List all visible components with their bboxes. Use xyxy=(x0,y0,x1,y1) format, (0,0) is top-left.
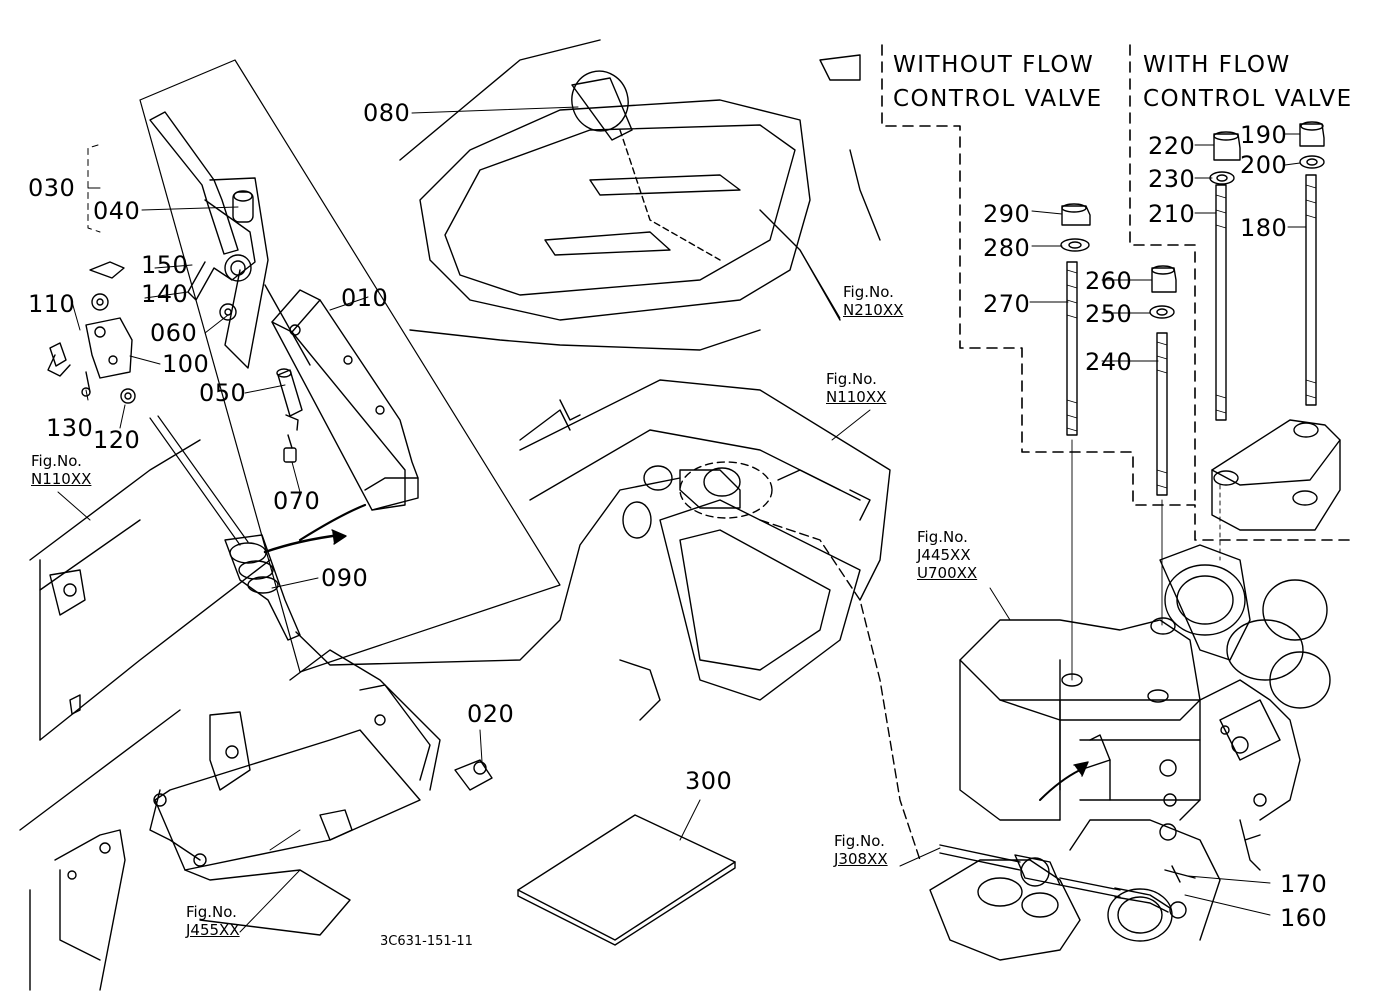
part-label-270[interactable]: 270 xyxy=(983,290,1031,318)
manual-part-300 xyxy=(517,814,736,946)
part-label-230[interactable]: 230 xyxy=(1148,165,1196,193)
chassis-frame-left xyxy=(19,439,271,991)
figure-ref-n110-center[interactable]: Fig.No. N110XX xyxy=(826,370,886,406)
figure-ref-caption: Fig.No. xyxy=(186,903,237,921)
header-with-flow-control-line2: CONTROL VALVE xyxy=(1143,86,1353,112)
part-label-140[interactable]: 140 xyxy=(141,280,189,308)
part-label-150[interactable]: 150 xyxy=(141,251,189,279)
part-label-210[interactable]: 210 xyxy=(1148,200,1196,228)
part-label-220[interactable]: 220 xyxy=(1148,132,1196,160)
part-label-170[interactable]: 170 xyxy=(1280,870,1328,898)
part-label-100[interactable]: 100 xyxy=(162,350,210,378)
part-label-080[interactable]: 080 xyxy=(363,99,411,127)
part-label-190[interactable]: 190 xyxy=(1240,121,1288,149)
part-label-290[interactable]: 290 xyxy=(983,200,1031,228)
figure-ref-code: N110XX xyxy=(826,388,887,406)
figure-ref-caption: Fig.No. xyxy=(834,832,885,850)
part-label-060[interactable]: 060 xyxy=(150,319,198,347)
figure-ref-code: N110XX xyxy=(31,470,92,488)
part-label-250[interactable]: 250 xyxy=(1085,300,1133,328)
part-label-040[interactable]: 040 xyxy=(93,197,141,225)
figure-ref-caption: Fig.No. xyxy=(917,528,968,546)
part-label-260[interactable]: 260 xyxy=(1085,267,1133,295)
floor-panel-n110 xyxy=(519,379,921,861)
header-without-flow-control-line1: WITHOUT FLOW xyxy=(893,52,1095,78)
bracket-assembly-020 xyxy=(149,649,493,936)
part-label-120[interactable]: 120 xyxy=(93,426,141,454)
figure-ref-code-u700: U700XX xyxy=(917,564,978,582)
part-label-160[interactable]: 160 xyxy=(1280,904,1328,932)
part-label-300[interactable]: 300 xyxy=(685,767,733,795)
figure-ref-j455[interactable]: Fig.No. J455XX xyxy=(186,903,240,939)
part-label-240[interactable]: 240 xyxy=(1085,348,1133,376)
control-valve-body xyxy=(929,544,1331,961)
figure-ref-j308[interactable]: Fig.No. J308XX xyxy=(834,832,888,868)
figure-ref-caption: Fig.No. xyxy=(826,370,877,388)
variant-dashed-boundaries xyxy=(881,44,1356,541)
cable-part-090 xyxy=(149,415,681,666)
figure-ref-code-j445: J445XX xyxy=(917,546,971,564)
leader-lines xyxy=(57,106,1307,933)
part-label-180[interactable]: 180 xyxy=(1240,214,1288,242)
figure-ref-j445-u700[interactable]: Fig.No. J445XX U700XX xyxy=(917,528,977,582)
figure-ref-n110-left[interactable]: Fig.No. N110XX xyxy=(31,452,91,488)
console-floor-n210 xyxy=(399,39,881,351)
part-label-010[interactable]: 010 xyxy=(341,284,389,312)
figure-ref-n210[interactable]: Fig.No. N210XX xyxy=(843,283,903,319)
part-label-030[interactable]: 030 xyxy=(28,174,76,202)
header-without-flow-control-line2: CONTROL VALVE xyxy=(893,86,1103,112)
header-with-flow-control-line1: WITH FLOW xyxy=(1143,52,1291,78)
part-label-130[interactable]: 130 xyxy=(46,414,94,442)
studs-with-flow-control xyxy=(1209,121,1341,561)
part-label-280[interactable]: 280 xyxy=(983,234,1031,262)
part-label-200[interactable]: 200 xyxy=(1240,151,1288,179)
part-label-110[interactable]: 110 xyxy=(28,290,76,318)
figure-ref-caption: Fig.No. xyxy=(843,283,894,301)
cable-end-j308 xyxy=(939,844,1196,919)
part-label-090[interactable]: 090 xyxy=(321,564,369,592)
figure-ref-code: J308XX xyxy=(834,850,888,868)
part-label-020[interactable]: 020 xyxy=(467,700,515,728)
part-label-050[interactable]: 050 xyxy=(199,379,247,407)
bolt-part-070 xyxy=(283,434,297,463)
studs-without-flow-control xyxy=(1060,203,1177,681)
drawing-number: 3C631-151-11 xyxy=(380,934,473,949)
small-parts-group xyxy=(47,261,237,404)
part-label-070[interactable]: 070 xyxy=(273,487,321,515)
lever-part-030 xyxy=(149,111,269,369)
figure-ref-caption: Fig.No. xyxy=(31,452,82,470)
figure-ref-code: N210XX xyxy=(843,301,904,319)
pin-part-050 xyxy=(276,368,303,431)
bracket-part-010 xyxy=(264,284,419,511)
lever-panel-outline xyxy=(139,59,561,673)
figure-ref-code: J455XX xyxy=(186,921,240,939)
